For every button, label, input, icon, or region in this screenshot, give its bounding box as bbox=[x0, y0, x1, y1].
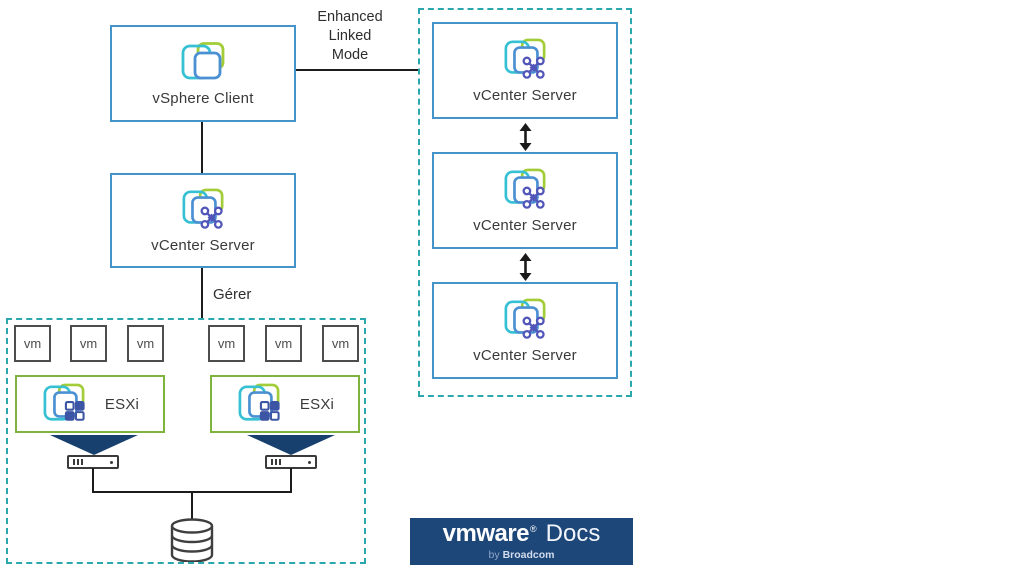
physical-server-icon bbox=[67, 455, 119, 469]
double-arrow-icon bbox=[518, 253, 533, 281]
vsphere-client-box: vSphere Client bbox=[110, 25, 296, 122]
vcenter-server-label: vCenter Server bbox=[473, 86, 577, 104]
esxi-host-box-2: ESXi bbox=[210, 375, 360, 433]
double-arrow-icon bbox=[518, 123, 533, 151]
connector-client-to-linked-group bbox=[296, 69, 418, 71]
vm-box: vm bbox=[265, 325, 302, 362]
host-cluster-group bbox=[6, 318, 366, 564]
vcenter-server-icon bbox=[502, 168, 548, 212]
vm-label: vm bbox=[23, 336, 42, 351]
host-funnel-triangle bbox=[247, 435, 335, 455]
host-funnel-triangle bbox=[50, 435, 138, 455]
esxi-icon bbox=[41, 383, 87, 425]
vcenter-server-icon bbox=[502, 38, 548, 82]
logo-by: by bbox=[488, 549, 500, 562]
vm-box: vm bbox=[127, 325, 164, 362]
connector-to-database bbox=[191, 491, 193, 521]
vm-box: vm bbox=[208, 325, 245, 362]
elm-line-1: Enhanced bbox=[317, 9, 383, 25]
vcenter-server-box-1: vCenter Server bbox=[432, 22, 618, 119]
esxi-label: ESXi bbox=[104, 395, 140, 413]
connector-server1-down bbox=[92, 468, 94, 493]
vm-box: vm bbox=[70, 325, 107, 362]
vcenter-server-icon bbox=[502, 298, 548, 342]
enhanced-linked-mode-group bbox=[418, 8, 632, 397]
elm-line-3: Mode bbox=[331, 46, 369, 63]
vm-box: vm bbox=[14, 325, 51, 362]
physical-server-icon bbox=[265, 455, 317, 469]
vm-label: vm bbox=[136, 336, 155, 351]
connector-vcenter-to-cluster bbox=[201, 268, 203, 318]
vm-box: vm bbox=[322, 325, 359, 362]
connector-server2-down bbox=[290, 468, 292, 493]
manage-label: Gérer bbox=[213, 286, 252, 303]
vcenter-server-label: vCenter Server bbox=[473, 216, 577, 234]
vcenter-server-icon bbox=[180, 188, 226, 232]
logo-brand: vmware bbox=[442, 520, 530, 548]
server-vents bbox=[73, 459, 84, 465]
vcenter-server-label: vCenter Server bbox=[151, 236, 255, 254]
server-vents bbox=[271, 459, 282, 465]
esxi-label: ESXi bbox=[299, 395, 335, 413]
vcenter-server-label: vCenter Server bbox=[473, 346, 577, 364]
vm-label: vm bbox=[217, 336, 236, 351]
connector-client-to-vcenter bbox=[201, 122, 203, 173]
server-led bbox=[308, 460, 311, 464]
logo-product: Docs bbox=[545, 520, 601, 548]
logo-registered-mark: ® bbox=[530, 524, 537, 535]
vcenter-server-box-2: vCenter Server bbox=[432, 152, 618, 249]
logo-company: Broadcom bbox=[502, 549, 555, 562]
esxi-host-box-1: ESXi bbox=[15, 375, 165, 433]
vsphere-client-label: vSphere Client bbox=[152, 89, 254, 107]
shared-database-icon bbox=[169, 518, 215, 562]
esxi-icon bbox=[236, 383, 282, 425]
vm-label: vm bbox=[79, 336, 98, 351]
logo-wordmark: vmware® Docs bbox=[443, 522, 601, 546]
vcenter-server-box-3: vCenter Server bbox=[432, 282, 618, 379]
elm-line-2: Linked bbox=[328, 27, 372, 44]
vcenter-server-box-management: vCenter Server bbox=[110, 173, 296, 268]
enhanced-linked-mode-label: Enhanced Linked Mode bbox=[298, 8, 402, 65]
vsphere-client-icon bbox=[179, 41, 227, 85]
vm-label: vm bbox=[331, 336, 350, 351]
vm-label: vm bbox=[274, 336, 293, 351]
server-led bbox=[110, 460, 113, 464]
